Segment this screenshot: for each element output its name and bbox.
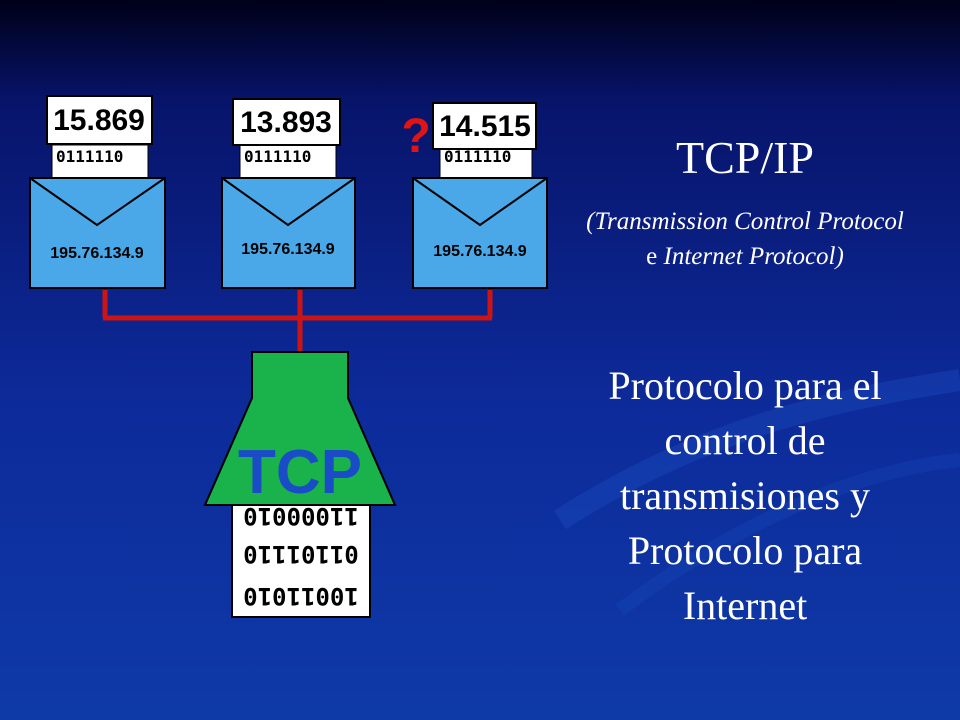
subtitle-part-1: (Transmission Control Protocol — [586, 208, 904, 235]
packet-2-number-box — [232, 98, 341, 146]
subtitle-part-2: Internet Protocol) — [663, 243, 844, 270]
packet-1-number: 15.869 — [53, 104, 145, 137]
packet-1-number-box — [46, 95, 153, 145]
funnel-label: TCP — [238, 438, 362, 507]
binary-row-1: 11000010 — [243, 502, 359, 530]
packet-3-bits: 0111110 — [444, 147, 511, 166]
slide-title: TCP/IP — [675, 132, 815, 183]
binary-row-2: 01101110 — [243, 540, 359, 568]
packet-3-envelope-flap — [412, 177, 548, 227]
binary-output: 11000010 01101110 10011010 — [231, 502, 371, 618]
packet-2-envelope — [221, 177, 356, 289]
tcp-funnel: TCP — [203, 351, 397, 507]
packet-2-number: 13.893 — [240, 106, 332, 139]
packet-2-bits: 0111110 — [244, 147, 311, 166]
binary-row-3: 10011010 — [243, 582, 359, 610]
packet-1-envelope — [29, 177, 166, 289]
packet-2-address: 195.76.134.9 — [241, 241, 335, 258]
question-mark-icon: ? — [401, 110, 430, 163]
slide-description: Protocolo para el control de transmision… — [608, 363, 882, 628]
packet-2: 0111110 13.893 195.76.134.9 — [221, 98, 356, 289]
packet-3-address: 195.76.134.9 — [433, 243, 527, 260]
funnel-shape — [203, 351, 397, 506]
packet-1-bits: 0111110 — [56, 147, 123, 166]
packet-1-address: 195.76.134.9 — [50, 245, 144, 262]
packet-3-number: 14.515 — [439, 110, 531, 143]
packet-3-number-box — [432, 102, 537, 150]
subtitle-conjunction: e — [646, 243, 664, 270]
packet-2-envelope-flap — [221, 177, 356, 227]
packet-1: 0111110 15.869 195.76.134.9 — [29, 95, 166, 289]
packet-3-envelope — [412, 177, 548, 289]
slide-subtitle: (Transmission Control Protocol e Interne… — [580, 204, 910, 274]
binary-paper — [231, 504, 371, 618]
packet-1-envelope-flap — [29, 177, 166, 227]
packet-3: 0111110 14.515 195.76.134.9 ? — [401, 102, 548, 289]
connector-lines — [102, 290, 493, 352]
